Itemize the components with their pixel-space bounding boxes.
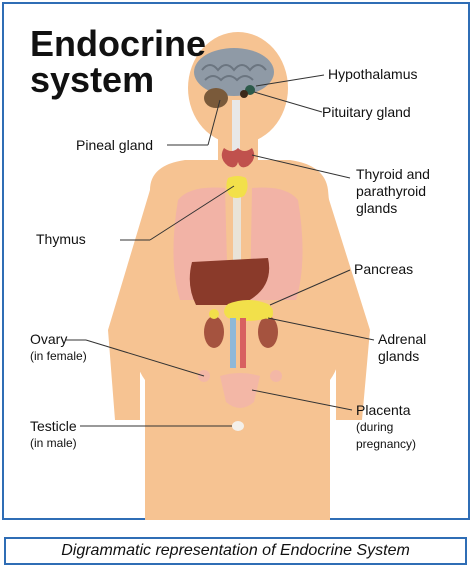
liver <box>189 258 270 305</box>
label-thymus: Thymus <box>36 231 86 247</box>
label-thyroid-line3: glands <box>356 200 398 216</box>
label-testicle-sub: (in male) <box>30 436 77 450</box>
leader-lines <box>66 74 375 427</box>
brain <box>194 48 274 108</box>
label-ovary: Ovary (in female) <box>30 331 87 365</box>
label-adrenal: Adrenal glands <box>378 331 426 365</box>
label-ovary-sub: (in female) <box>30 349 87 363</box>
left-kidney <box>204 316 224 348</box>
spinal-cord <box>232 100 240 160</box>
trachea <box>233 185 241 305</box>
label-adrenal-line2: glands <box>378 348 420 364</box>
aorta <box>240 318 246 368</box>
label-pituitary: Pituitary gland <box>322 104 411 120</box>
uterus <box>220 373 260 408</box>
label-thyroid: Thyroid and parathyroid glands <box>356 166 430 217</box>
label-thyroid-line2: parathyroid <box>356 183 427 199</box>
left-adrenal-gland <box>209 309 219 319</box>
caption-box: Digrammatic representation of Endocrine … <box>4 537 467 565</box>
testicle <box>232 421 244 431</box>
page-title: Endocrine system <box>30 26 206 98</box>
pancreas <box>224 300 273 321</box>
right-kidney <box>258 316 278 348</box>
label-placenta: Placenta (during pregnancy) <box>356 402 416 453</box>
label-testicle: Testicle (in male) <box>30 418 77 452</box>
label-placenta-main: Placenta <box>356 402 411 418</box>
vena-cava <box>230 318 236 368</box>
label-thyroid-line1: Thyroid and <box>356 166 430 182</box>
label-adrenal-line1: Adrenal <box>378 331 427 347</box>
figure-caption: Digrammatic representation of Endocrine … <box>61 542 410 559</box>
label-pineal: Pineal gland <box>76 137 154 153</box>
label-pancreas: Pancreas <box>354 261 414 277</box>
label-placenta-sub1: (during <box>356 420 394 434</box>
body-illustration <box>66 32 375 520</box>
label-placenta-sub2: pregnancy) <box>356 437 417 451</box>
title-line-1: Endocrine <box>30 23 207 64</box>
ovary-right <box>270 370 282 382</box>
label-hypothalamus: Hypothalamus <box>328 66 418 82</box>
title-line-2: system <box>30 59 155 100</box>
label-ovary-main: Ovary <box>30 331 68 347</box>
thymus-gland <box>226 176 248 198</box>
thyroid-gland <box>221 148 255 168</box>
label-testicle-main: Testicle <box>30 418 77 434</box>
